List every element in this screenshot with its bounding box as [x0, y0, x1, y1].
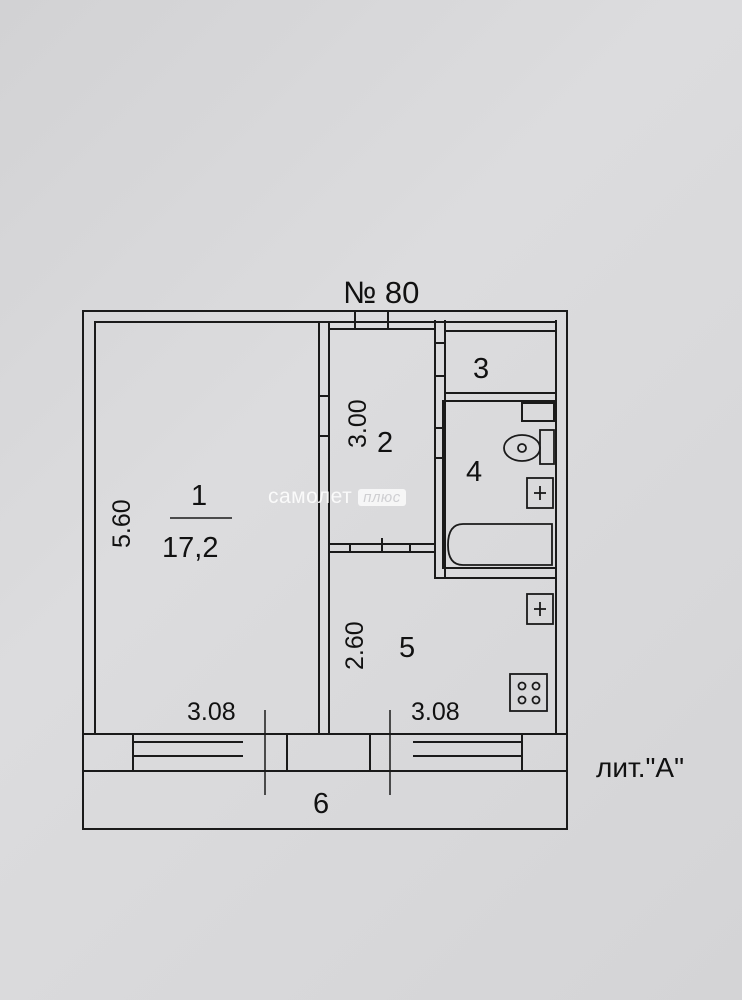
room-3-outline: [444, 330, 557, 394]
room-2-number: 2: [377, 427, 393, 459]
outer-wall: [82, 310, 568, 830]
stove-icon: [509, 673, 548, 712]
room-1-width-dimension: 3.08: [187, 698, 236, 726]
room-3-number: 3: [473, 353, 489, 385]
room-5-height-dimension: 2.60: [341, 621, 369, 670]
litera-label: лит."А": [596, 752, 684, 783]
room-1-number: 1: [191, 480, 207, 512]
room-6-number: 6: [313, 788, 329, 820]
room-4-number: 4: [466, 456, 482, 488]
room-2-height-dimension: 3.00: [344, 399, 372, 448]
apartment-number: № 80: [343, 275, 419, 310]
bathtub-icon: [447, 523, 553, 566]
toilet-icon: [503, 429, 555, 465]
room-5-width-dimension: 3.08: [411, 698, 460, 726]
watermark-suffix: плюс: [358, 488, 406, 506]
brand-watermark: самолет плюс: [268, 485, 406, 509]
room-5-number: 5: [399, 632, 415, 664]
room-1-height-dimension: 5.60: [108, 499, 136, 548]
room-1-area: 17,2: [162, 532, 218, 564]
room-4-outline: [442, 400, 557, 569]
sink-icon: [526, 477, 554, 625]
watermark-brand: самолет: [268, 485, 353, 508]
